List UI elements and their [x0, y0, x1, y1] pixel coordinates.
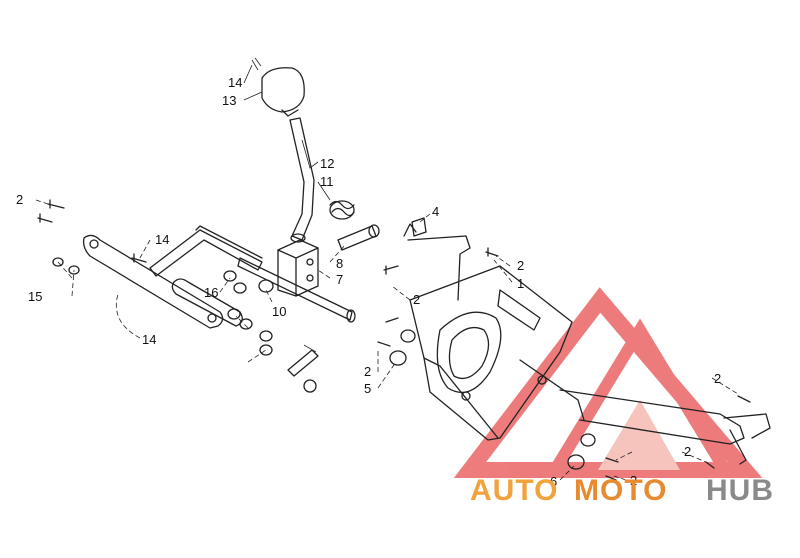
callout-10: 13 — [222, 93, 236, 108]
shift-lever-part — [289, 117, 315, 243]
watermark-part-3: HUB — [706, 474, 774, 507]
callout-2-far-right: 2 — [714, 371, 721, 386]
spring-part — [329, 200, 355, 220]
callout-7: 10 — [272, 304, 286, 319]
callout-1: 1 — [517, 276, 524, 291]
callout-2-top-right: 2 — [517, 258, 524, 273]
callout-11: 14 — [228, 75, 242, 90]
callout-6: 8 — [336, 256, 343, 271]
callout-2-center: 2 — [413, 292, 420, 307]
callout-2-bottom: 2 — [630, 473, 637, 488]
shaft-part — [237, 257, 356, 323]
washer-nut-group — [52, 257, 273, 356]
washer-part-left — [389, 329, 416, 366]
watermark-logo-icon — [453, 287, 763, 478]
callout-9: 12 — [320, 156, 334, 171]
clip-part — [411, 217, 427, 237]
watermark-part-1: AUTO — [470, 474, 558, 507]
callout-2-lower: 2 — [364, 364, 371, 379]
callout-4-left: 5 — [364, 381, 371, 396]
shift-knob-part — [251, 57, 305, 117]
callout-5: 7 — [336, 272, 343, 287]
watermark-part-2: MOTO — [574, 474, 667, 507]
callout-labels: 14 13 12 11 2 14 15 14 16 10 7 8 4 2 1 2… — [16, 75, 721, 489]
leader-lines — [35, 64, 739, 481]
callout-8: 11 — [320, 174, 334, 189]
callout-2-left: 2 — [16, 192, 23, 207]
lever-bracket-part — [258, 239, 319, 297]
callout-3: 4 — [432, 204, 439, 219]
main-bracket-part — [403, 223, 585, 441]
washer-part-right — [567, 433, 596, 470]
callout-14-mid: 16 — [204, 285, 218, 300]
bolt-group-right — [377, 247, 751, 481]
bushing-part — [337, 224, 380, 251]
callout-4-right: 6 — [550, 474, 557, 489]
watermark-text: AUTO MOTO HUB — [470, 474, 774, 507]
callout-13: 14 — [155, 232, 169, 247]
small-link-part — [287, 344, 319, 393]
mount-bar-part — [559, 389, 771, 465]
callout-2-bottom-right: 2 — [684, 444, 691, 459]
callout-14-left: 15 — [28, 289, 42, 304]
callout-12: 14 — [142, 332, 156, 347]
bolt-group-left — [37, 199, 147, 263]
